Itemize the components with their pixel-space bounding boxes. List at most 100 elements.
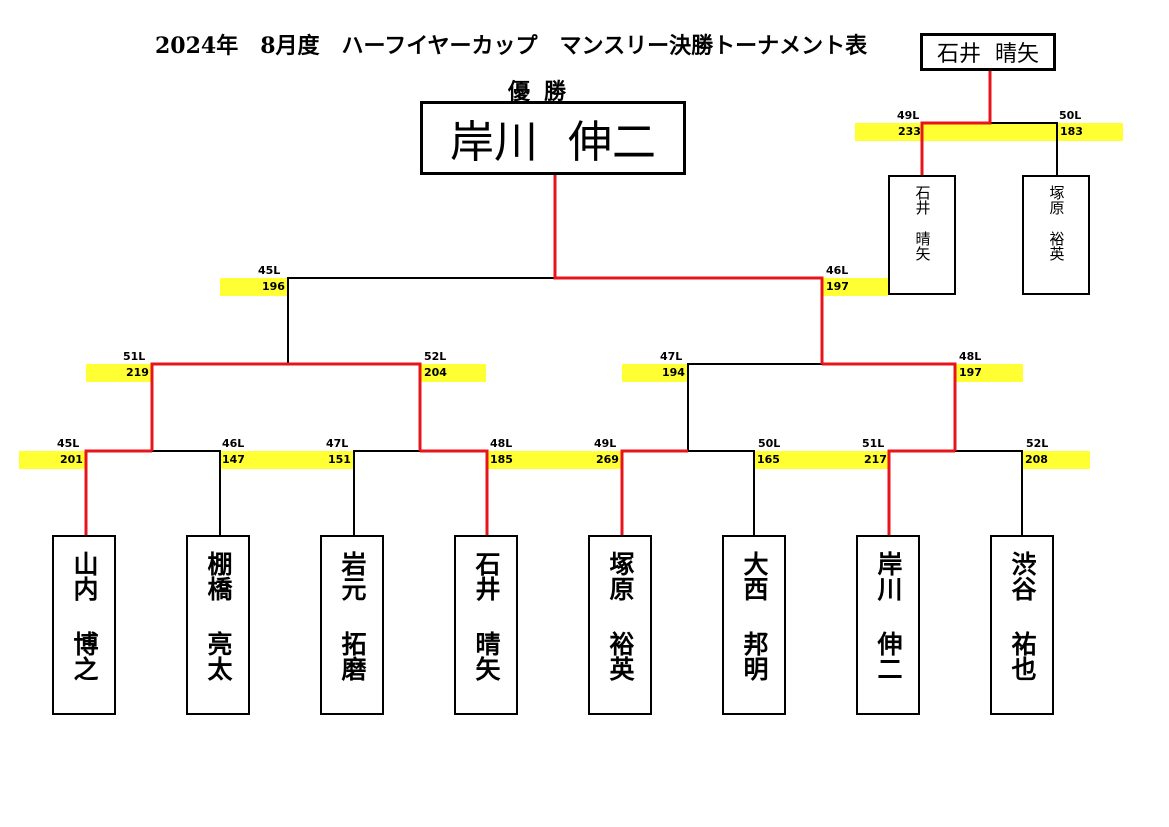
lane-label: 51L xyxy=(123,350,146,363)
bracket-line-sf-left xyxy=(687,363,822,451)
loser-lines xyxy=(152,122,1058,535)
score-value: 194 xyxy=(662,366,685,379)
champion-box: 岸川 伸二 xyxy=(420,101,686,175)
player-box: 岩元 拓磨 xyxy=(320,535,384,715)
lane-label: 50L xyxy=(1059,109,1082,122)
player-surname: 棚橋 xyxy=(204,551,233,601)
player-box-small: 塚原 裕英 xyxy=(1022,175,1090,295)
third-place-winner-given: 晴矢 xyxy=(995,42,1040,67)
score-value: 217 xyxy=(864,453,887,466)
player-given: 晴矢 xyxy=(913,231,932,261)
bracket-line-sf-right xyxy=(288,363,421,451)
player-box: 塚原 裕英 xyxy=(588,535,652,715)
score-band xyxy=(420,364,486,382)
player-surname: 山内 xyxy=(70,551,99,601)
player-box: 大西 邦明 xyxy=(722,535,786,715)
score-value: 196 xyxy=(262,280,285,293)
player-box: 棚橋 亮太 xyxy=(186,535,250,715)
score-band xyxy=(754,451,889,469)
lane-label: 50L xyxy=(758,437,781,450)
player-surname: 石井 xyxy=(913,185,932,215)
player-given: 博之 xyxy=(70,631,99,681)
player-box: 岸川 伸二 xyxy=(856,535,920,715)
player-surname: 渋谷 xyxy=(1008,551,1037,601)
page-title: 2024年 8月度 ハーフイヤーカップ マンスリー決勝トーナメント表 xyxy=(155,33,868,59)
lane-label: 51L xyxy=(862,437,885,450)
winner-line-r1-a xyxy=(84,449,152,535)
winner-line-3rd xyxy=(920,71,992,175)
score-band xyxy=(822,278,888,296)
score-band xyxy=(487,451,622,469)
score-value: 151 xyxy=(328,453,351,466)
score-band xyxy=(220,451,354,469)
winner-line-r1-d xyxy=(420,449,489,535)
score-value: 197 xyxy=(959,366,982,379)
lane-label: 45L xyxy=(258,264,281,277)
score-band xyxy=(86,364,152,382)
lane-label: 48L xyxy=(490,437,513,450)
winner-lines xyxy=(84,71,992,535)
score-value: 147 xyxy=(222,453,245,466)
score-value: 219 xyxy=(126,366,149,379)
lane-label: 47L xyxy=(326,437,349,450)
player-surname: 岸川 xyxy=(874,551,903,601)
lane-label: 52L xyxy=(424,350,447,363)
player-surname: 塚原 xyxy=(606,551,635,601)
score-value: 269 xyxy=(596,453,619,466)
lane-label: 48L xyxy=(959,350,982,363)
score-band xyxy=(1022,451,1090,469)
player-box: 山内 博之 xyxy=(52,535,116,715)
lane-label: 46L xyxy=(222,437,245,450)
player-surname: 塚原 xyxy=(1047,185,1066,215)
bracket-line-r1-1410 xyxy=(688,450,755,535)
score-value: 233 xyxy=(898,125,921,138)
bracket-line-r1-147 xyxy=(353,450,420,535)
lane-label: 49L xyxy=(897,109,920,122)
score-value: 201 xyxy=(60,453,83,466)
player-given: 亮太 xyxy=(204,631,233,681)
player-box: 石井 晴矢 xyxy=(454,535,518,715)
player-given: 晴矢 xyxy=(472,631,501,681)
score-band xyxy=(220,278,288,296)
bracket-line-r1-146 xyxy=(152,450,221,535)
winner-line-final-r xyxy=(553,175,824,364)
lane-label: 45L xyxy=(57,437,80,450)
lane-label: 46L xyxy=(826,264,849,277)
bracket-line-final-left xyxy=(287,277,555,364)
player-surname: 岩元 xyxy=(338,551,367,601)
winner-line-sf-b xyxy=(288,362,422,451)
score-value: 185 xyxy=(490,453,513,466)
score-value: 197 xyxy=(826,280,849,293)
third-place-winner-surname: 石井 xyxy=(936,42,981,67)
third-place-winner-box: 石井 晴矢 xyxy=(920,33,1056,71)
champion-given: 伸二 xyxy=(568,117,656,168)
player-surname: 石井 xyxy=(472,551,501,601)
bracket-line-3rd-right xyxy=(990,122,1058,175)
winner-line-r1-e xyxy=(620,449,688,535)
winner-line-r1-g xyxy=(887,449,955,535)
score-value: 165 xyxy=(757,453,780,466)
score-value: 183 xyxy=(1060,125,1083,138)
lane-label: 47L xyxy=(660,350,683,363)
player-box: 渋谷 祐也 xyxy=(990,535,1054,715)
score-band xyxy=(955,364,1023,382)
player-given: 邦明 xyxy=(740,631,769,681)
score-value: 204 xyxy=(424,366,447,379)
champion-surname: 岸川 xyxy=(450,117,538,168)
winner-line-sf-d xyxy=(822,362,957,451)
player-given: 拓磨 xyxy=(338,631,367,681)
score-band xyxy=(622,364,688,382)
score-band xyxy=(19,451,86,469)
champion-label: 優勝 xyxy=(508,79,581,105)
player-given: 伸二 xyxy=(874,631,903,681)
player-surname: 大西 xyxy=(740,551,769,601)
player-box-small: 石井 晴矢 xyxy=(888,175,956,295)
winner-line-sf-a xyxy=(150,362,288,451)
score-value: 208 xyxy=(1025,453,1048,466)
player-given: 裕英 xyxy=(1047,231,1066,261)
bracket-line-r1-1412 xyxy=(955,450,1023,535)
player-given: 裕英 xyxy=(606,631,635,681)
player-given: 祐也 xyxy=(1008,631,1037,681)
